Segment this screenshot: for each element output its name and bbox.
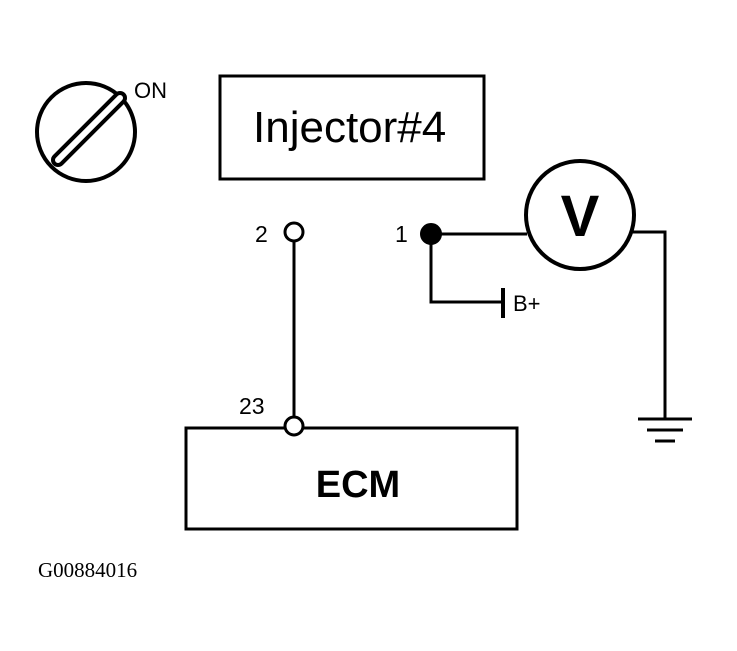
- injector-pin-1-label: 1: [395, 221, 408, 247]
- ignition-on-label: ON: [134, 78, 167, 103]
- ecm-box: [184, 426, 519, 531]
- voltmeter-body: [524, 159, 636, 271]
- injector-label: Injector#4: [253, 103, 446, 152]
- ecm-label: ECM: [316, 464, 400, 506]
- battery-label: B+: [513, 291, 541, 316]
- ecm-pin-23-label: 23: [239, 393, 265, 419]
- injector-pin-2-label: 2: [255, 221, 268, 247]
- injector-pin-2-terminal: [283, 221, 305, 243]
- voltmeter: V: [524, 159, 636, 271]
- ignition-switch: ON: [35, 78, 167, 183]
- wire-voltmeter-to-ground: [630, 230, 667, 419]
- voltmeter-symbol: V: [561, 184, 600, 249]
- ground-symbol: [638, 417, 692, 443]
- ecm-component: ECM: [184, 426, 519, 531]
- ecm-pin-23-terminal: [283, 415, 305, 437]
- figure-id: G00884016: [38, 558, 137, 582]
- ignition-key-slot-inner: [55, 95, 123, 163]
- wire-pin1-to-battery: [429, 234, 502, 304]
- ecm-pin-23: 23: [239, 393, 305, 437]
- injector-pin-2: 2: [255, 221, 305, 247]
- injector-box: [218, 74, 486, 181]
- injector-component: Injector#4: [218, 74, 486, 181]
